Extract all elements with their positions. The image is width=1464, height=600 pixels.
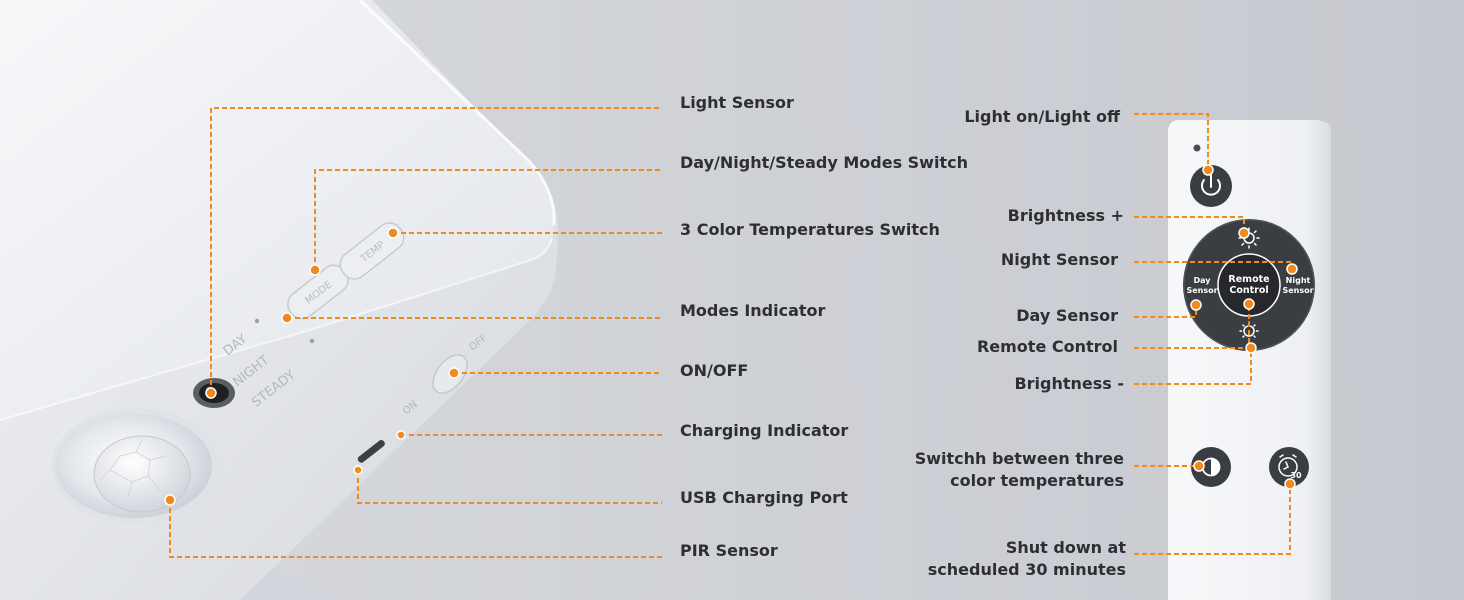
center-label-line1: Remote [1228, 274, 1269, 285]
label-timer: Shut down at scheduled 30 minutes [928, 537, 1126, 581]
label-modes-indicator: Modes Indicator [680, 301, 826, 320]
night-light-device: MODE TEMP DAY NIGHT STEADY [0, 0, 559, 600]
indicator-dot-day [254, 318, 260, 324]
timer-30-icon [1278, 454, 1298, 477]
night-sensor-line2: Sensor [1282, 286, 1313, 295]
label-usb-port: USB Charging Port [680, 488, 848, 507]
label-remote-control: Remote Control [976, 337, 1118, 356]
color-temperature-button[interactable] [1191, 447, 1231, 487]
night-sensor-line1: Night [1286, 276, 1311, 285]
day-sensor-button[interactable]: Day Sensor [1186, 276, 1217, 295]
device-callout-dots [164, 227, 460, 506]
remote-led [1193, 144, 1201, 152]
label-on-off: ON/OFF [680, 361, 749, 380]
label-day-sensor: Day Sensor [1016, 306, 1118, 325]
remote-callout-dots [1190, 164, 1298, 490]
label-night-sensor: Night Sensor [1000, 250, 1118, 269]
label-brightness-up: Brightness + [1007, 206, 1124, 225]
pir-sensor [52, 408, 220, 524]
day-sensor-line1: Day [1193, 276, 1211, 285]
label-color-temp-switch: 3 Color Temperatures Switch [680, 220, 940, 239]
indicator-dot-steady [309, 338, 315, 344]
night-sensor-button[interactable]: Night Sensor [1282, 276, 1313, 295]
label-timer-line2: scheduled 30 minutes [927, 560, 1126, 579]
day-sensor-line2: Sensor [1186, 286, 1217, 295]
center-label-line2: Control [1229, 285, 1268, 296]
timer-number: 30 [1290, 471, 1302, 480]
label-color-temp: Switchh between three color temperatures [915, 448, 1124, 492]
timer-button[interactable]: 30 [1269, 447, 1309, 487]
label-light-sensor: Light Sensor [680, 93, 794, 112]
mode-button[interactable]: MODE [283, 260, 354, 324]
label-modes-switch: Day/Night/Steady Modes Switch [680, 153, 968, 172]
label-color-temp-line1: Switchh between three [914, 449, 1124, 468]
label-color-temp-line2: color temperatures [950, 471, 1124, 490]
label-pir-sensor: PIR Sensor [680, 541, 778, 560]
power-button[interactable] [1190, 165, 1232, 207]
label-light-toggle: Light on/Light off [964, 107, 1120, 126]
device-callout-lines [169, 107, 662, 558]
label-charging-indicator: Charging Indicator [680, 421, 849, 440]
usb-port[interactable] [357, 439, 387, 464]
label-brightness-down: Brightness - [1014, 374, 1124, 393]
power-icon [1201, 174, 1221, 196]
label-timer-line1: Shut down at [1005, 538, 1126, 557]
temp-button[interactable]: TEMP [335, 218, 409, 284]
